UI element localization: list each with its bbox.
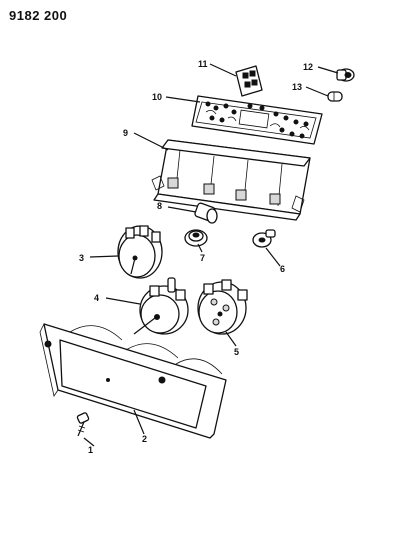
- document-code: 9182 200: [9, 8, 68, 23]
- callout-1: 1: [88, 445, 93, 455]
- callout-labels: 1 2 3 4 5 6 7 8 9 10 11 12 13: [79, 59, 313, 455]
- callout-12: 12: [303, 62, 313, 72]
- callout-7: 7: [200, 253, 205, 263]
- callout-8: 8: [157, 201, 162, 211]
- part-10-circuit-board: [191, 95, 323, 145]
- part-3-gauge: [117, 225, 163, 279]
- part-5-gauge: [197, 279, 248, 335]
- callout-5: 5: [234, 347, 239, 357]
- callout-11: 11: [198, 59, 208, 69]
- part-11-bracket: [235, 65, 263, 97]
- part-1-screw: [76, 412, 90, 437]
- leader-lines: [83, 63, 339, 447]
- part-9-cluster-housing: [151, 139, 311, 221]
- callout-10: 10: [152, 92, 162, 102]
- part-6-bulb: [252, 229, 276, 248]
- callout-4: 4: [94, 293, 99, 303]
- part-7-socket-ring: [184, 229, 208, 247]
- part-12-bulb-socket: [336, 68, 355, 82]
- callout-3: 3: [79, 253, 84, 263]
- part-2-bezel: [39, 323, 227, 439]
- part-4-gauge: [133, 277, 189, 335]
- callout-9: 9: [123, 128, 128, 138]
- part-8-socket: [194, 202, 218, 224]
- callout-6: 6: [280, 264, 285, 274]
- callout-13: 13: [292, 82, 302, 92]
- part-13-bulb: [327, 91, 343, 102]
- callout-2: 2: [142, 434, 147, 444]
